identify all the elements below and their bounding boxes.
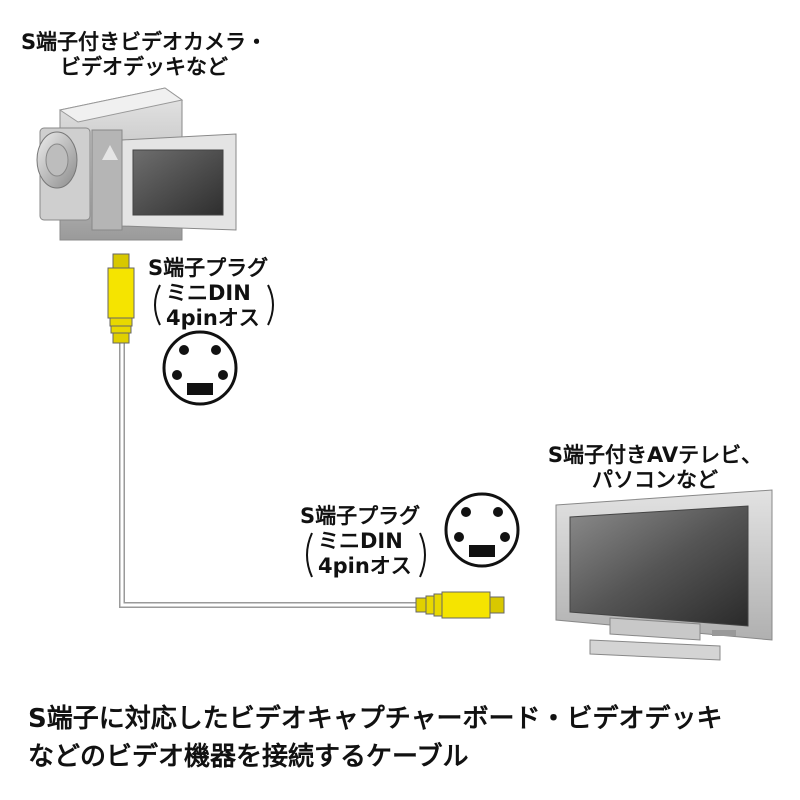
cable [119, 342, 418, 608]
target-device-label-line2: パソコンなど [592, 468, 718, 492]
s-video-plug-top [107, 253, 135, 344]
plug-top-label: S端子プラグ ミニDIN 4pinオス [148, 256, 268, 331]
plug-top-line2: ミニDIN [166, 281, 251, 305]
plug-bottom-line2: ミニDIN [318, 529, 403, 553]
paren-bottom-right [419, 532, 426, 578]
tv-monitor-illustration [555, 489, 773, 661]
caption-line2: などのビデオ機器を接続するケーブル [28, 742, 469, 772]
plug-top-title: S端子プラグ [148, 256, 269, 280]
source-device-label-line1: S端子付きビデオカメラ・ [20, 30, 268, 54]
source-device-label-line2: ビデオデッキなど [60, 55, 228, 79]
camcorder-illustration [36, 87, 237, 241]
plug-bottom-line3: 4pinオス [318, 554, 412, 578]
target-device-label: S端子付きAVテレビ、 パソコンなど [530, 443, 780, 493]
description-caption: S端子に対応したビデオキャプチャーボード・ビデオデッキ などのビデオ機器を接続す… [28, 700, 722, 776]
paren-top-left [154, 284, 161, 326]
pin-diagram-top [162, 330, 238, 406]
s-video-plug-bottom [415, 591, 505, 619]
paren-bottom-left [306, 532, 313, 578]
paren-top-right [267, 284, 274, 326]
pin-diagram-bottom [444, 492, 520, 568]
target-device-label-line1: S端子付きAVテレビ、 [547, 443, 763, 467]
plug-top-line3: 4pinオス [166, 306, 260, 330]
caption-line1: S端子に対応したビデオキャプチャーボード・ビデオデッキ [28, 704, 723, 734]
plug-bottom-title: S端子プラグ [300, 504, 421, 528]
source-device-label: S端子付きビデオカメラ・ ビデオデッキなど [14, 30, 274, 80]
plug-bottom-label: S端子プラグ ミニDIN 4pinオス [300, 504, 420, 579]
